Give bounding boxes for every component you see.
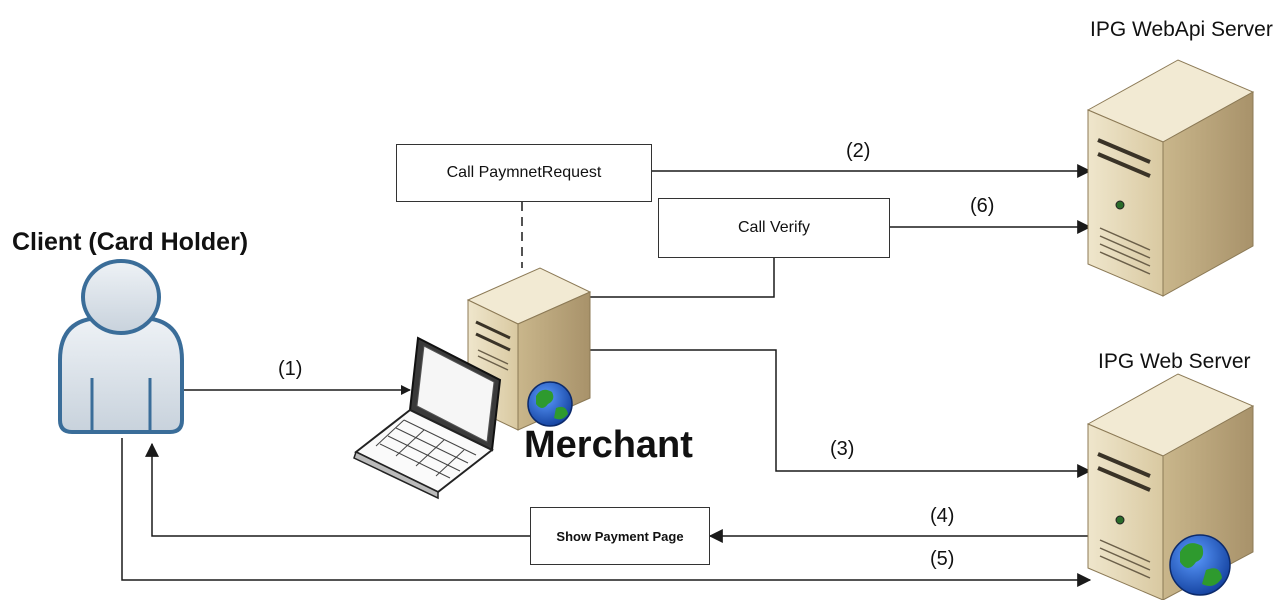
- step-4-label: (4): [930, 505, 955, 527]
- globe-icon: [527, 381, 573, 427]
- step-6-label: (6): [970, 195, 995, 217]
- client-label: Client (Card Holder): [12, 228, 249, 256]
- call-payment-request-label: Call PaymnetRequest: [446, 164, 602, 181]
- merchant-label: Merchant: [524, 424, 693, 466]
- step-1-label: (1): [278, 358, 303, 380]
- link-verify: [590, 258, 775, 298]
- globe-icon: [1169, 534, 1231, 596]
- web-server-label: IPG Web Server: [1098, 350, 1251, 373]
- show-payment-page-box: Show Payment Page: [530, 507, 710, 565]
- arrow-to-client: [145, 442, 530, 537]
- step-3-label: (3): [830, 438, 855, 460]
- call-verify-box: Call Verify: [658, 198, 890, 258]
- connectors: [121, 164, 1092, 587]
- laptop-icon: [353, 336, 502, 500]
- call-verify-label: Call Verify: [737, 219, 811, 236]
- arrow-step-3: [590, 349, 1092, 478]
- step-2-label: (2): [846, 140, 871, 162]
- show-payment-page-label: Show Payment Page: [556, 528, 684, 544]
- arrow-step-5: [121, 438, 1092, 587]
- call-payment-request-box: Call PaymnetRequest: [396, 144, 652, 202]
- webapi-server-label: IPG WebApi Server: [1090, 18, 1273, 41]
- step-5-label: (5): [930, 548, 955, 570]
- server-icon: [1086, 59, 1255, 297]
- person-icon: [58, 259, 184, 434]
